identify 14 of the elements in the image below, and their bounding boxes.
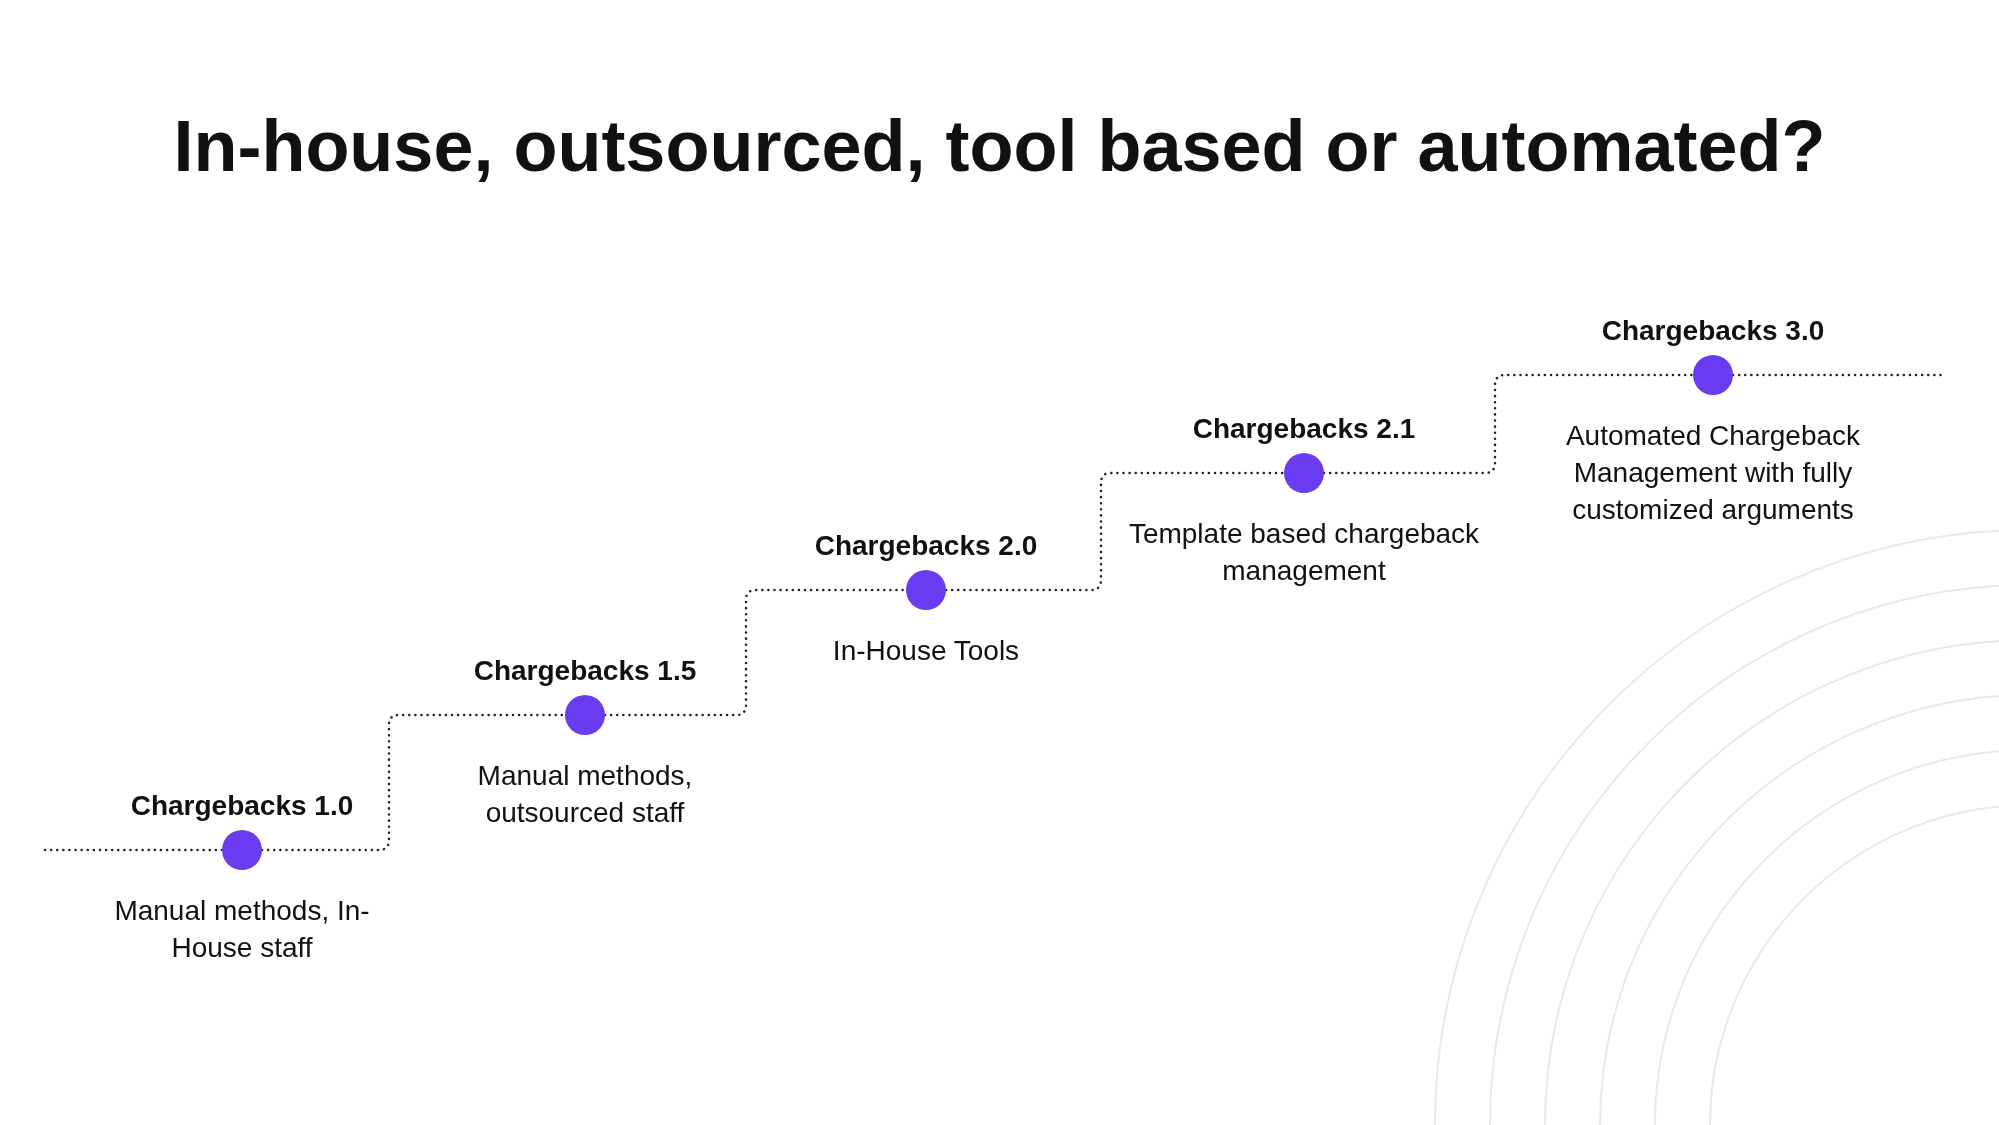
milestone-heading: Chargebacks 3.0 (1601, 315, 1825, 347)
dotted-connector (1322, 373, 1695, 475)
milestone-description: Template based chargeback management (1127, 517, 1481, 588)
milestone-description: In-House Tools (831, 634, 1021, 668)
dotted-connector (43, 848, 224, 852)
dotted-connector (944, 471, 1286, 592)
milestone-heading: Chargebacks 2.1 (1192, 413, 1416, 445)
milestone-heading: Chargebacks 1.0 (130, 790, 354, 822)
milestone-description: Manual methods, In-House staff (113, 894, 371, 965)
milestone-heading: Chargebacks 2.0 (814, 530, 1038, 562)
milestone-description: Automated Chargeback Management with fully customized arguments (1564, 419, 1862, 527)
title: In-house, outsourced, tool based or automated? (172, 105, 1827, 187)
milestone-description: Manual methods, outsourced staff (476, 759, 694, 830)
milestone-heading: Chargebacks 1.5 (473, 655, 697, 687)
